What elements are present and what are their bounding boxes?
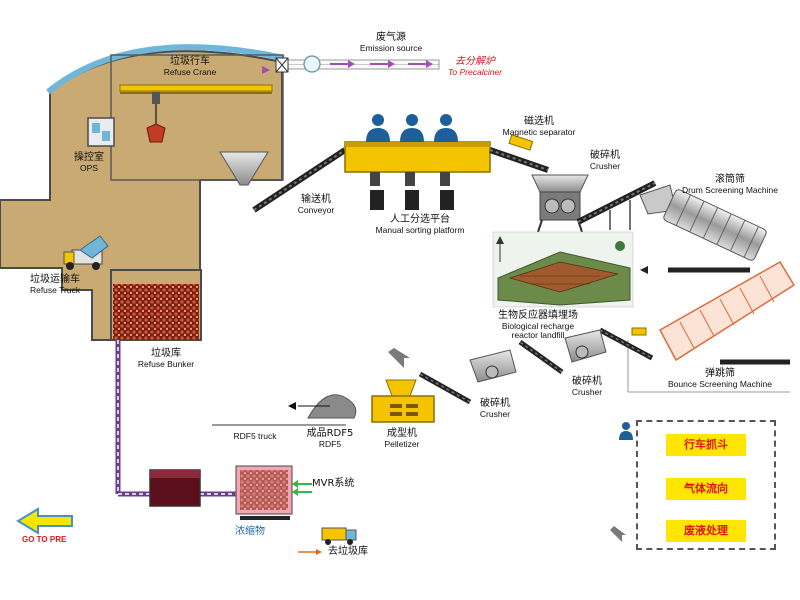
refuse-crane-label: 垃圾行车 Refuse Crane [163, 56, 217, 77]
bounce-screen-label: 弹跳筛 Bounce Screening Machine [668, 368, 772, 389]
go-back-arrow-icon[interactable] [16, 507, 73, 535]
person-icon [366, 114, 390, 142]
conveyor-1 [219, 147, 347, 213]
crusher-1 [531, 174, 589, 233]
leachate-pipe [115, 340, 236, 497]
drum-screen-label: 滚筒筛 Drum Screening Machine [682, 174, 778, 195]
conveyor-label: 输送机 Conveyor [297, 194, 335, 215]
ops-label: 操控室 OPS [74, 152, 104, 173]
pointer-arrow-icon [610, 526, 626, 542]
leachate-tank [149, 469, 201, 507]
manual-sorting-platform [344, 141, 491, 210]
to-bunker-label: 去垃圾库 [328, 546, 368, 557]
refuse-bunker-label: 垃圾库 Refuse Bunker [137, 348, 195, 369]
conveyor-4 [598, 327, 654, 361]
crusher-1-label: 破碎机 Crusher [589, 150, 621, 171]
pelletizer [371, 379, 435, 423]
refuse-truck-label: 垃圾运输车 Refuse Truck [29, 274, 81, 295]
truck-icon [298, 527, 357, 555]
person-icon [434, 114, 458, 142]
mvr-label: MVR系统 [312, 478, 355, 489]
rdf5-label: 成品RDF5 RDF5 [306, 428, 354, 449]
manual-sorting-label: 人工分选平台 Manual sorting platform [375, 214, 465, 235]
bio-landfill-illustration [492, 231, 634, 308]
bio-landfill-label: 生物反应器填埋场 Biological recharge reactor lan… [498, 310, 578, 341]
magnetic-separator-label: 磁选机 Magnetic separator [502, 116, 576, 137]
refuse-truck-graphic [63, 235, 109, 270]
go-to-pre-label[interactable]: GO TO PRE [22, 535, 67, 544]
person-icon [400, 114, 424, 142]
legend-item-wastewater: 废液处理 [666, 520, 746, 542]
crusher-3-label: 破碎机 Crusher [479, 398, 511, 419]
concentrate-label: 浓缩物 [235, 526, 265, 537]
conveyor-3 [640, 266, 750, 274]
pointer-arrow-icon [388, 348, 410, 368]
mvr-unit [235, 465, 312, 520]
crusher-2 [518, 329, 607, 375]
legend-box: 行车抓斗 气体流向 废液处理 [636, 420, 776, 550]
rdf5-pile [212, 394, 357, 426]
emission-pipe [262, 55, 440, 74]
refuse-crane [119, 84, 273, 143]
legend-item-crane-grab: 行车抓斗 [666, 434, 746, 456]
person-icon [619, 422, 633, 440]
legend-item-gas-flow: 气体流向 [666, 478, 746, 500]
emission-source-label: 废气源 Emission source [359, 32, 423, 53]
rdf5-truck-label: RDF5 truck [233, 431, 277, 441]
control-room [87, 117, 115, 147]
crusher-2-label: 破碎机 Crusher [571, 376, 603, 397]
drum-screening-machine [639, 184, 767, 261]
pelletizer-label: 成型机 Pelletizer [384, 428, 420, 449]
crusher-3 [418, 349, 517, 405]
magnetic-separator [489, 134, 549, 173]
bounce-screening-machine [627, 260, 796, 393]
conveyor-2 [576, 180, 657, 230]
to-precalciner-label: 去分解炉 To Precalciner [447, 56, 503, 77]
